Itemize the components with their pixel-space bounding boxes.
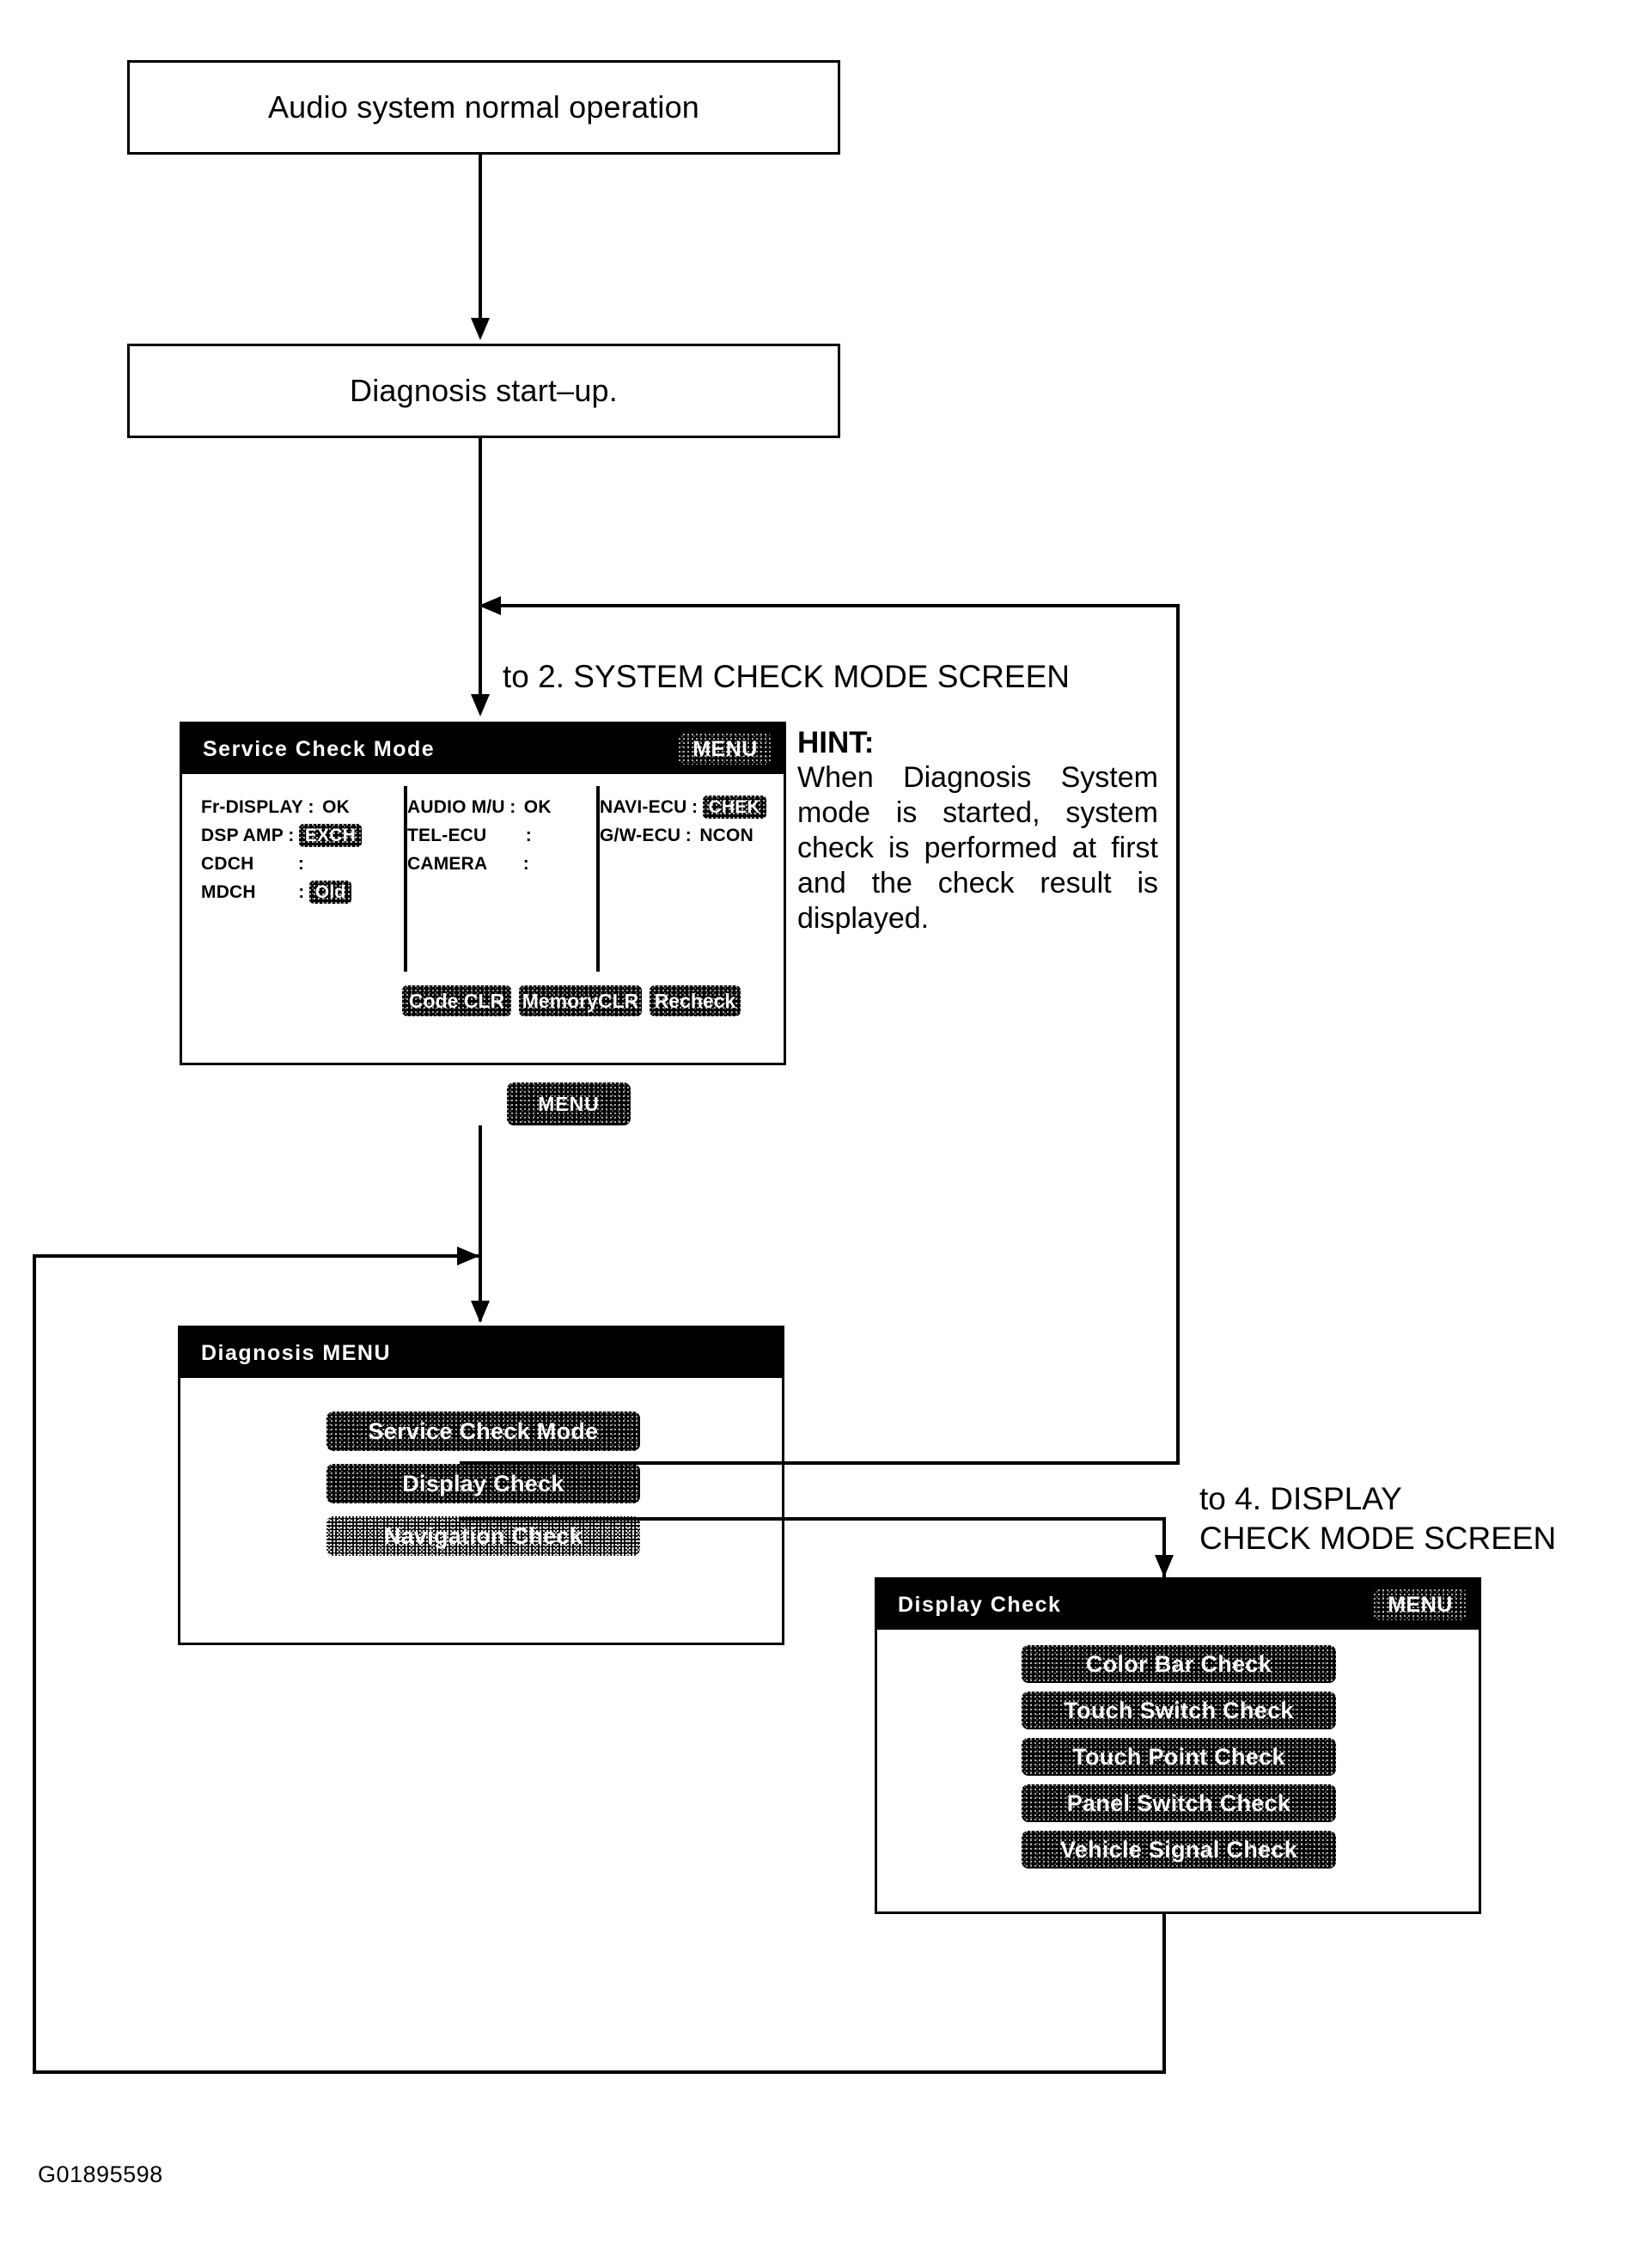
arrowhead-feedback-left	[457, 1247, 479, 1265]
status-column-3: NAVI-ECU : CHEK G/W-ECU : NCON	[577, 793, 784, 906]
display-check-item-touch-point-check[interactable]: Touch Point Check	[1022, 1738, 1336, 1776]
feedback-line-left-horizontal	[33, 1254, 479, 1258]
status-name: Fr-DISPLAY	[201, 796, 304, 817]
arrowhead-display-check-to-screen	[1155, 1555, 1174, 1577]
status-name: CAMERA	[407, 853, 488, 874]
status-column-divider-1	[404, 786, 407, 972]
display-check-item-vehicle-signal-check[interactable]: Vehicle Signal Check	[1022, 1831, 1336, 1869]
status-colon: :	[509, 796, 516, 817]
softkey-recheck[interactable]: Recheck	[650, 985, 741, 1016]
display-check-item-touch-switch-check[interactable]: Touch Switch Check	[1022, 1692, 1336, 1729]
service-check-mode-screen: Service Check Mode MENU Fr-DISPLAY : OK …	[180, 722, 786, 1065]
menu-item-service-check-mode[interactable]: Service Check Mode	[326, 1411, 640, 1451]
status-name: AUDIO M/U	[407, 796, 505, 817]
display-check-title: Display Check	[898, 1592, 1062, 1617]
status-name: CDCH	[201, 853, 254, 874]
status-row: Fr-DISPLAY : OK	[201, 793, 385, 821]
display-check-body: Color Bar Check Touch Switch Check Touch…	[877, 1630, 1479, 1911]
connector-menu-to-diagnosis-menu	[479, 1125, 482, 1321]
status-value-chip: CHEK	[703, 796, 766, 819]
diagnosis-menu-titlebar: Diagnosis MENU	[180, 1328, 782, 1378]
arrowhead-menu-to-diagnosis-menu	[471, 1301, 490, 1323]
connector-startup-to-service-check	[479, 438, 482, 711]
status-name: G/W-ECU	[600, 825, 681, 845]
link-service-check-mode-to-top	[460, 1461, 1180, 1465]
service-check-mode-title: Service Check Mode	[203, 736, 436, 761]
arrowhead-startup-to-service-check	[471, 694, 490, 716]
status-value-chip: EXCH	[299, 824, 362, 847]
status-column-1: Fr-DISPLAY : OK DSP AMP : EXCH CDCH :	[182, 793, 385, 906]
service-check-mode-body: Fr-DISPLAY : OK DSP AMP : EXCH CDCH :	[182, 774, 784, 1063]
arrowhead-feedback-top	[479, 596, 501, 615]
status-colon: :	[288, 825, 295, 845]
connector-normal-to-startup	[479, 155, 482, 322]
arrowhead-normal-to-startup	[471, 318, 490, 340]
status-column-divider-2	[596, 786, 600, 972]
feedback-line-left-riser	[33, 1254, 36, 2074]
status-row: AUDIO M/U : OK	[407, 793, 577, 821]
status-value-chip: Old	[309, 881, 352, 904]
status-colon: :	[298, 881, 305, 902]
status-colon: :	[297, 853, 305, 874]
menu-item-navigation-check[interactable]: Navigation Check	[326, 1516, 640, 1556]
status-row: DSP AMP : EXCH	[201, 821, 385, 850]
hint-block: HINT: When Diagnosis System mode is star…	[797, 726, 1158, 936]
link-display-check-to-screen	[460, 1517, 1166, 1521]
display-check-item-panel-switch-check[interactable]: Panel Switch Check	[1022, 1784, 1336, 1822]
figure-id-code: G01895598	[38, 2161, 163, 2187]
flowbox-diagnosis-startup-label: Diagnosis start–up.	[350, 373, 618, 408]
status-value: OK	[322, 796, 350, 817]
status-name: NAVI-ECU	[600, 796, 687, 817]
display-check-menu-button[interactable]: MENU	[1374, 1589, 1467, 1620]
status-colon: :	[685, 825, 692, 845]
status-row: NAVI-ECU : CHEK	[600, 793, 784, 821]
status-colon: :	[691, 796, 699, 817]
diagnosis-menu-screen: Diagnosis MENU Service Check Mode Displa…	[178, 1326, 784, 1645]
label-to-system-check-mode-screen: to 2. SYSTEM CHECK MODE SCREEN	[503, 659, 1070, 694]
status-row: G/W-ECU : NCON	[600, 821, 784, 850]
service-check-softkey-row: Code CLR MemoryCLR Recheck	[402, 985, 741, 1016]
status-colon: :	[525, 825, 532, 845]
service-check-external-menu-key[interactable]: MENU	[507, 1082, 631, 1125]
hint-title: HINT:	[797, 726, 875, 759]
feedback-line-bottom-horizontal	[33, 2070, 1166, 2074]
riser-display-check-to-screen	[1162, 1517, 1166, 1577]
diagnosis-menu-body: Service Check Mode Display Check Navigat…	[180, 1378, 782, 1643]
status-row: TEL-ECU :	[407, 821, 577, 850]
display-check-screen: Display Check MENU Color Bar Check Touch…	[875, 1577, 1481, 1914]
softkey-code-clr[interactable]: Code CLR	[402, 985, 511, 1016]
flowbox-audio-normal-operation-label: Audio system normal operation	[267, 89, 700, 125]
feedback-line-bottom-right-riser	[1162, 1914, 1166, 2074]
status-name: MDCH	[201, 881, 256, 902]
status-row: MDCH : Old	[201, 878, 385, 906]
service-check-status-grid: Fr-DISPLAY : OK DSP AMP : EXCH CDCH :	[182, 793, 784, 906]
status-value: NCON	[699, 825, 753, 845]
display-check-item-color-bar-check[interactable]: Color Bar Check	[1022, 1645, 1336, 1683]
menu-item-display-check[interactable]: Display Check	[326, 1464, 640, 1503]
status-column-2: AUDIO M/U : OK TEL-ECU : CAMERA :	[385, 793, 577, 906]
feedback-line-top-horizontal	[479, 604, 1180, 607]
hint-body: When Diagnosis System mode is started, s…	[797, 761, 1158, 935]
flowbox-diagnosis-startup: Diagnosis start–up.	[127, 344, 840, 438]
diagnosis-menu-title: Diagnosis MENU	[201, 1340, 392, 1365]
status-name: TEL-ECU	[407, 825, 487, 845]
label-to-display-check-mode-screen: to 4. DISPLAY CHECK MODE SCREEN	[1199, 1481, 1557, 1556]
status-value: OK	[523, 796, 552, 817]
status-name: DSP AMP	[201, 825, 284, 845]
status-row: CAMERA :	[407, 850, 577, 878]
service-check-mode-menu-button[interactable]: MENU	[679, 734, 772, 765]
status-colon: :	[308, 796, 314, 817]
flowbox-audio-normal-operation: Audio system normal operation	[127, 60, 840, 155]
softkey-memory-clr[interactable]: MemoryCLR	[519, 985, 642, 1016]
riser-service-check-mode-to-top	[1176, 604, 1180, 1463]
status-colon: :	[522, 853, 529, 874]
status-row: CDCH :	[201, 850, 385, 878]
